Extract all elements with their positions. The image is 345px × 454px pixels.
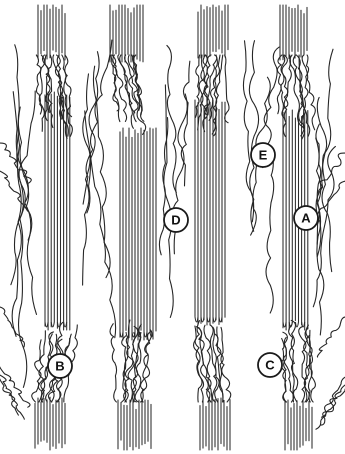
fiber-hairpin: [219, 317, 222, 322]
label-a-text: A: [301, 211, 311, 226]
loose-strand: [266, 148, 274, 313]
label-d-text: D: [171, 213, 180, 228]
loose-strand: [302, 55, 315, 130]
loose-strand: [85, 111, 116, 338]
label-b-text: B: [55, 359, 64, 374]
fiber-hairpin: [144, 332, 147, 337]
loose-strand: [209, 55, 220, 120]
loose-strand: [113, 55, 127, 121]
loose-strand: [112, 55, 120, 122]
loose-strand: [0, 143, 31, 183]
loose-strand: [141, 330, 152, 402]
label-c: C: [258, 353, 282, 377]
loose-strand: [83, 40, 112, 204]
fiber-hairpin: [283, 322, 286, 327]
label-e: E: [251, 143, 275, 167]
loose-strand: [283, 55, 291, 137]
loose-strand: [93, 66, 110, 277]
fiber-hairpin-ends: [45, 317, 305, 337]
label-e-text: E: [259, 148, 268, 163]
fiber-hairpin: [195, 317, 198, 322]
loose-strand: [299, 327, 306, 402]
label-b: B: [48, 354, 72, 378]
fiber-hairpin: [120, 332, 123, 337]
loose-strand: [13, 92, 36, 315]
loose-strand: [167, 45, 176, 192]
fiber-hairpin: [64, 322, 67, 327]
loose-strand: [243, 41, 253, 222]
loose-strand: [17, 135, 27, 388]
fiber-hairpin: [201, 317, 204, 322]
label-a: A: [294, 206, 318, 230]
fiber-hairpin: [207, 317, 210, 322]
fiber-hairpin: [51, 322, 54, 327]
loose-strand: [316, 389, 345, 429]
label-c-text: C: [265, 358, 275, 373]
fiber-hairpin: [213, 317, 216, 322]
loose-strand: [321, 385, 345, 425]
fiber-hairpin: [45, 322, 48, 327]
loose-strand: [0, 379, 24, 419]
loose-strand: [11, 91, 35, 285]
loose-strand: [322, 377, 345, 417]
label-d: D: [164, 208, 188, 232]
loose-strand: [0, 171, 28, 211]
